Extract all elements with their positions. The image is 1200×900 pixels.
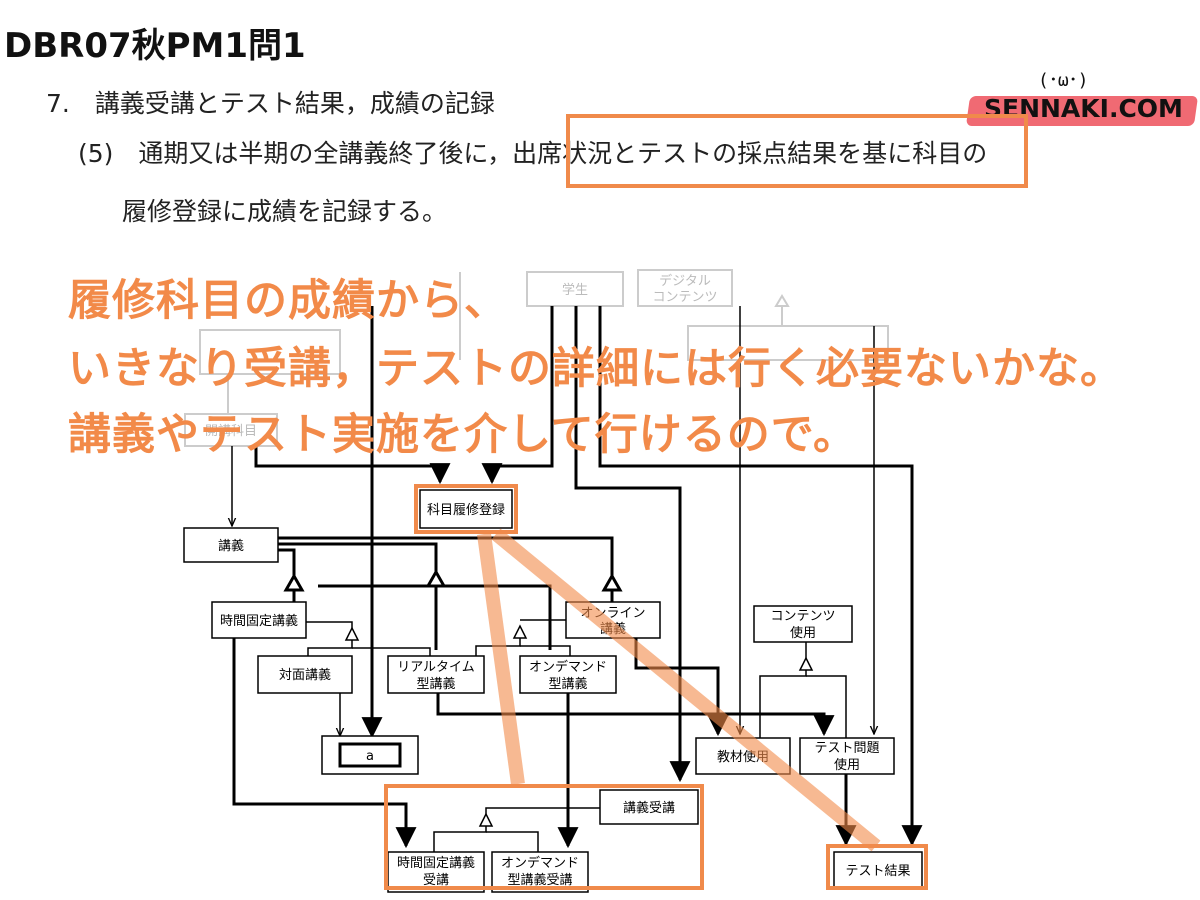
label-fixed-time-attendance-2: 受講	[423, 872, 449, 888]
highlight-test-result	[826, 844, 928, 890]
highlight-attendance-group	[384, 784, 704, 890]
label-contents-usage-2: 使用	[790, 625, 816, 641]
faded-node-left	[199, 329, 341, 375]
label-face-to-face: 対面講義	[279, 667, 331, 683]
label-fixed-time-attendance-1: 時間固定講義	[397, 855, 475, 871]
node-contents-usage	[753, 605, 853, 643]
node-lecture	[183, 527, 279, 563]
page-title: DBR07秋PM1問1	[4, 26, 306, 66]
faded-diagram-region	[184, 269, 889, 447]
inheritance-markers	[283, 568, 623, 592]
label-contents-usage-1: コンテンツ	[770, 609, 835, 624]
annotation-line-down	[477, 533, 525, 785]
doc-paragraph-line: (5) 通期又は半期の全講義終了後に，出席状況とテストの採点結果を基に科目の	[78, 134, 987, 170]
faded-label-student: 学生	[562, 282, 588, 298]
logo-face-icon: (･ω･)	[1038, 70, 1089, 91]
node-entity-a-inner	[338, 742, 402, 768]
annotation-highlights	[384, 484, 928, 890]
faded-node-digital-contents	[637, 269, 733, 307]
node-lecture-attendance	[599, 789, 699, 825]
label-fixed-time-lecture: 時間固定講義	[220, 613, 298, 629]
diagram-thin-lines	[232, 306, 874, 852]
faded-label-course-subject: 開講科目	[205, 423, 257, 439]
node-on-demand-attendance	[491, 851, 589, 893]
label-realtime-2: 型講義	[416, 676, 455, 692]
faded-node-right	[687, 325, 889, 361]
label-lecture: 講義	[218, 538, 244, 554]
label-course-registration: 科目履修登録	[427, 503, 505, 518]
label-entity-a: a	[366, 749, 374, 764]
node-face-to-face	[257, 655, 353, 694]
node-on-demand	[519, 655, 617, 694]
overlay-comment-line-2: いきなり受講，テストの詳細には行く必要ないかな。	[68, 344, 1124, 394]
doc-section-heading: 7. 講義受講とテスト結果，成績の記録	[46, 89, 495, 118]
label-realtime-1: リアルタイム	[397, 660, 475, 675]
entity-labels: 科目履修登録 講義 時間固定講義 オンライン 講義 対面講義 リアルタイム 型講…	[218, 503, 911, 888]
label-on-demand-1: オンデマンド	[529, 659, 607, 675]
label-on-demand-attendance-1: オンデマンド	[501, 855, 579, 871]
faded-node-course-subject	[184, 413, 278, 447]
node-fixed-time-lecture	[211, 601, 307, 639]
node-fixed-time-attendance	[387, 851, 485, 893]
highlight-course-registration	[414, 484, 518, 534]
node-test-result	[833, 851, 923, 889]
label-on-demand-2: 型講義	[548, 676, 587, 692]
logo-text: SENNAKI.COM	[984, 94, 1183, 123]
label-on-demand-attendance-2: 型講義受講	[507, 872, 572, 888]
label-test-result: テスト結果	[845, 864, 910, 879]
label-test-question-usage-2: 使用	[834, 757, 860, 773]
faded-label-digital-contents-2: コンテンツ	[652, 290, 717, 305]
doc-text-suffix: に科目の	[887, 139, 988, 168]
doc-text-highlighted: 出席状況とテストの採点結果を基	[512, 139, 888, 168]
inheritance-markers-thin	[344, 624, 814, 827]
doc-text-prefix: (5) 通期又は半期の全講義終了後に，	[78, 139, 513, 168]
doc-paragraph-line-2: 履修登録に成績を記録する。	[122, 197, 448, 226]
site-logo[interactable]: (･ω･) SENNAKI.COM	[965, 66, 1199, 136]
overlay-comment-line-3: 講義やテスト実施を介して行けるので。	[68, 410, 857, 460]
annotation-line-diagonal	[491, 528, 881, 852]
text-highlight-box	[566, 114, 1028, 188]
faded-label-digital-contents-1: デジタル	[659, 273, 711, 289]
node-realtime	[387, 655, 485, 694]
node-test-question-usage	[799, 737, 895, 775]
label-lecture-attendance: 講義受講	[623, 800, 675, 816]
label-test-question-usage-1: テスト問題	[814, 741, 879, 756]
node-course-registration	[419, 489, 513, 529]
overlay-comment-line-1: 履修科目の成績から、	[68, 276, 508, 326]
